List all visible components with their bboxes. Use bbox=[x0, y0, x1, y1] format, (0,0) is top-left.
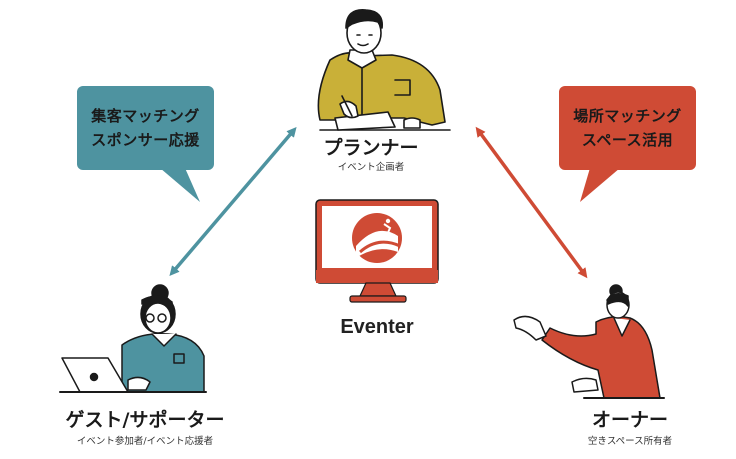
logo-icon bbox=[352, 213, 402, 263]
owner-subtitle: 空きスペース所有者 bbox=[587, 436, 673, 447]
left-bubble-line1: 集客マッチング bbox=[91, 107, 200, 125]
left-bubble-line2: スポンサー応援 bbox=[91, 131, 200, 149]
red-double-arrow bbox=[475, 126, 588, 279]
guest-title: ゲスト/サポーター bbox=[65, 409, 225, 431]
guest-illustration bbox=[59, 284, 207, 393]
planner-illustration bbox=[317, 9, 451, 131]
right-bubble-line1: 場所マッチング bbox=[573, 107, 682, 125]
right-bubble-line2: スペース活用 bbox=[581, 131, 674, 149]
planner-title: プランナー bbox=[323, 137, 419, 159]
teal-double-arrow bbox=[169, 126, 297, 277]
planner-subtitle: イベント企画者 bbox=[337, 162, 405, 173]
left-bubble-text: 集客マッチング スポンサー応援 bbox=[77, 104, 214, 152]
owner-illustration bbox=[513, 284, 665, 399]
brand-name: Eventer bbox=[340, 316, 414, 338]
owner-title: オーナー bbox=[591, 409, 668, 431]
right-speech-bubble bbox=[559, 86, 696, 202]
guest-subtitle: イベント参加者/イベント応援者 bbox=[76, 436, 214, 447]
right-bubble-text: 場所マッチング スペース活用 bbox=[559, 104, 696, 152]
